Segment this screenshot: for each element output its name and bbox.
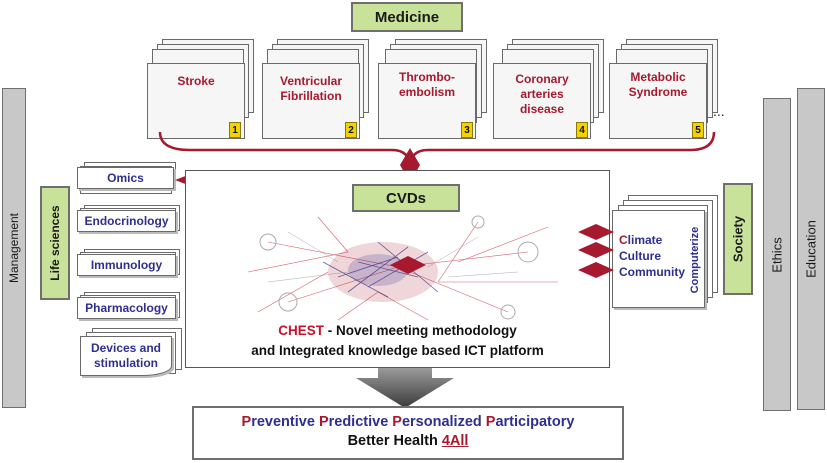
cvds-label: CVDs xyxy=(385,189,426,207)
disease-label: Metabolic Syndrome xyxy=(628,70,688,99)
culture-text: Culture xyxy=(619,249,661,263)
disease-label: Thrombo-embolism xyxy=(398,70,455,99)
outcome-line-2: Better Health 4All xyxy=(194,433,622,449)
word-3: ersonalized xyxy=(401,414,482,430)
medicine-box: Medicine xyxy=(351,2,463,32)
p-initial-2: P xyxy=(318,414,329,430)
community-label: Community xyxy=(619,265,685,279)
cvds-box: CVDs xyxy=(352,184,460,212)
network-graph xyxy=(247,215,558,321)
disease-number: 2 xyxy=(345,122,357,138)
management-bar: Management xyxy=(2,88,26,408)
society-label: Society xyxy=(730,215,746,263)
chest-label: CHEST xyxy=(278,323,324,338)
chest-description: - Novel meeting methodology xyxy=(324,323,517,338)
culture-diamond xyxy=(578,242,614,258)
devices-label: Devices and stimulation xyxy=(90,341,162,370)
education-label: Education xyxy=(803,220,819,278)
p-initial-3: P xyxy=(392,414,402,430)
medicine-label: Medicine xyxy=(374,8,440,26)
disease-number: 4 xyxy=(576,122,588,138)
down-arrow xyxy=(356,368,454,408)
pharmacology-label: Pharmacology xyxy=(85,301,168,315)
outcome-box: Preventive Predictive Personalized Parti… xyxy=(192,406,624,460)
disease-label: Ventricular Fibrillation xyxy=(279,74,343,103)
omics-label: Omics xyxy=(107,171,144,185)
ellipsis: ... xyxy=(713,103,725,119)
life-sciences-box: Life sciences xyxy=(40,186,70,300)
community-diamond xyxy=(578,262,614,278)
disease-label: Coronary arteries disease xyxy=(515,72,569,116)
disease-number: 5 xyxy=(692,122,704,138)
society-box: Society xyxy=(723,183,753,295)
chest-line-2: and Integrated knowledge based ICT platf… xyxy=(251,343,544,358)
ethics-bar: Ethics xyxy=(763,98,791,411)
education-bar: Education xyxy=(797,88,825,410)
disease-label: Stroke xyxy=(177,74,215,88)
word-1: reventive xyxy=(251,414,315,430)
climate-label: Climate xyxy=(619,233,663,247)
center-diamond xyxy=(390,256,426,274)
p-initial-4: P xyxy=(485,414,496,430)
climate-text: limate xyxy=(627,233,663,247)
outcome-line-1: Preventive Predictive Personalized Parti… xyxy=(194,414,622,430)
better-health: Better Health xyxy=(347,433,442,449)
ethics-label: Ethics xyxy=(769,236,785,273)
immunology-label: Immunology xyxy=(90,258,163,272)
culture-label: Culture xyxy=(619,249,661,263)
chest-line-1: CHEST - Novel meeting methodology xyxy=(185,323,610,338)
disease-number: 3 xyxy=(461,122,473,138)
word-2: redictive xyxy=(328,414,389,430)
climate-diamond xyxy=(578,224,614,240)
word-4: articipatory xyxy=(495,414,575,430)
community-text: Community xyxy=(619,265,685,279)
four-all: 4All xyxy=(441,433,469,449)
p-initial-1: P xyxy=(241,414,252,430)
disease-number: 1 xyxy=(229,122,241,138)
endocrinology-label: Endocrinology xyxy=(84,214,169,228)
